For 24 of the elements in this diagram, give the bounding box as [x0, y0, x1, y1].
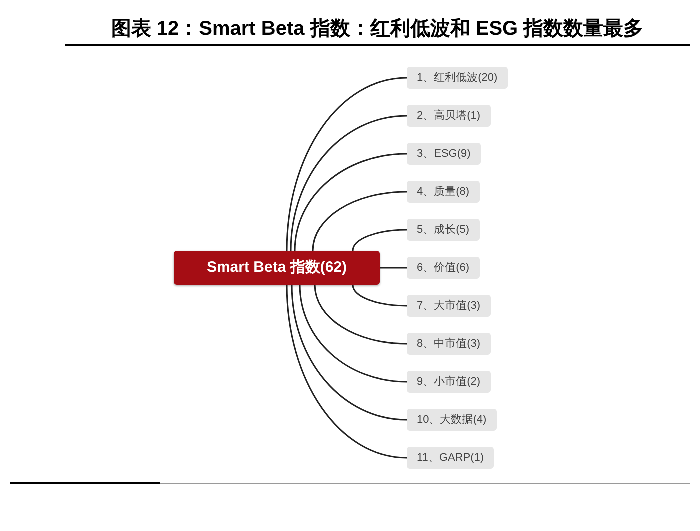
branch-node: 2、高贝塔(1) [407, 105, 491, 127]
branch-node: 7、大市值(3) [407, 295, 491, 317]
connector-curve [290, 115, 408, 252]
connector-curve [294, 153, 408, 252]
connector-curve [286, 284, 408, 459]
branch-node: 3、ESG(9) [407, 143, 481, 165]
title: 图表 12：Smart Beta 指数：红利低波和 ESG 指数数量最多 [110, 17, 645, 42]
branch-node: 11、GARP(1) [407, 447, 494, 469]
connector-curve [312, 191, 408, 252]
connector-curve [352, 284, 408, 307]
connector-curve [299, 284, 408, 383]
branch-node: 5、成长(5) [407, 219, 480, 241]
connector-curve [314, 284, 408, 345]
connector-curve [291, 284, 408, 421]
connector-curve [352, 229, 408, 252]
branch-node: 6、价值(6) [407, 257, 480, 279]
root-node: Smart Beta 指数(62) [174, 251, 380, 285]
connector-curve [286, 77, 408, 252]
branch-node: 9、小市值(2) [407, 371, 491, 393]
branch-node: 1、红利低波(20) [407, 67, 508, 89]
connector-curve [380, 267, 407, 269]
branch-node: 10、大数据(4) [407, 409, 497, 431]
branch-node: 4、质量(8) [407, 181, 480, 203]
branch-node: 8、中市值(3) [407, 333, 491, 355]
